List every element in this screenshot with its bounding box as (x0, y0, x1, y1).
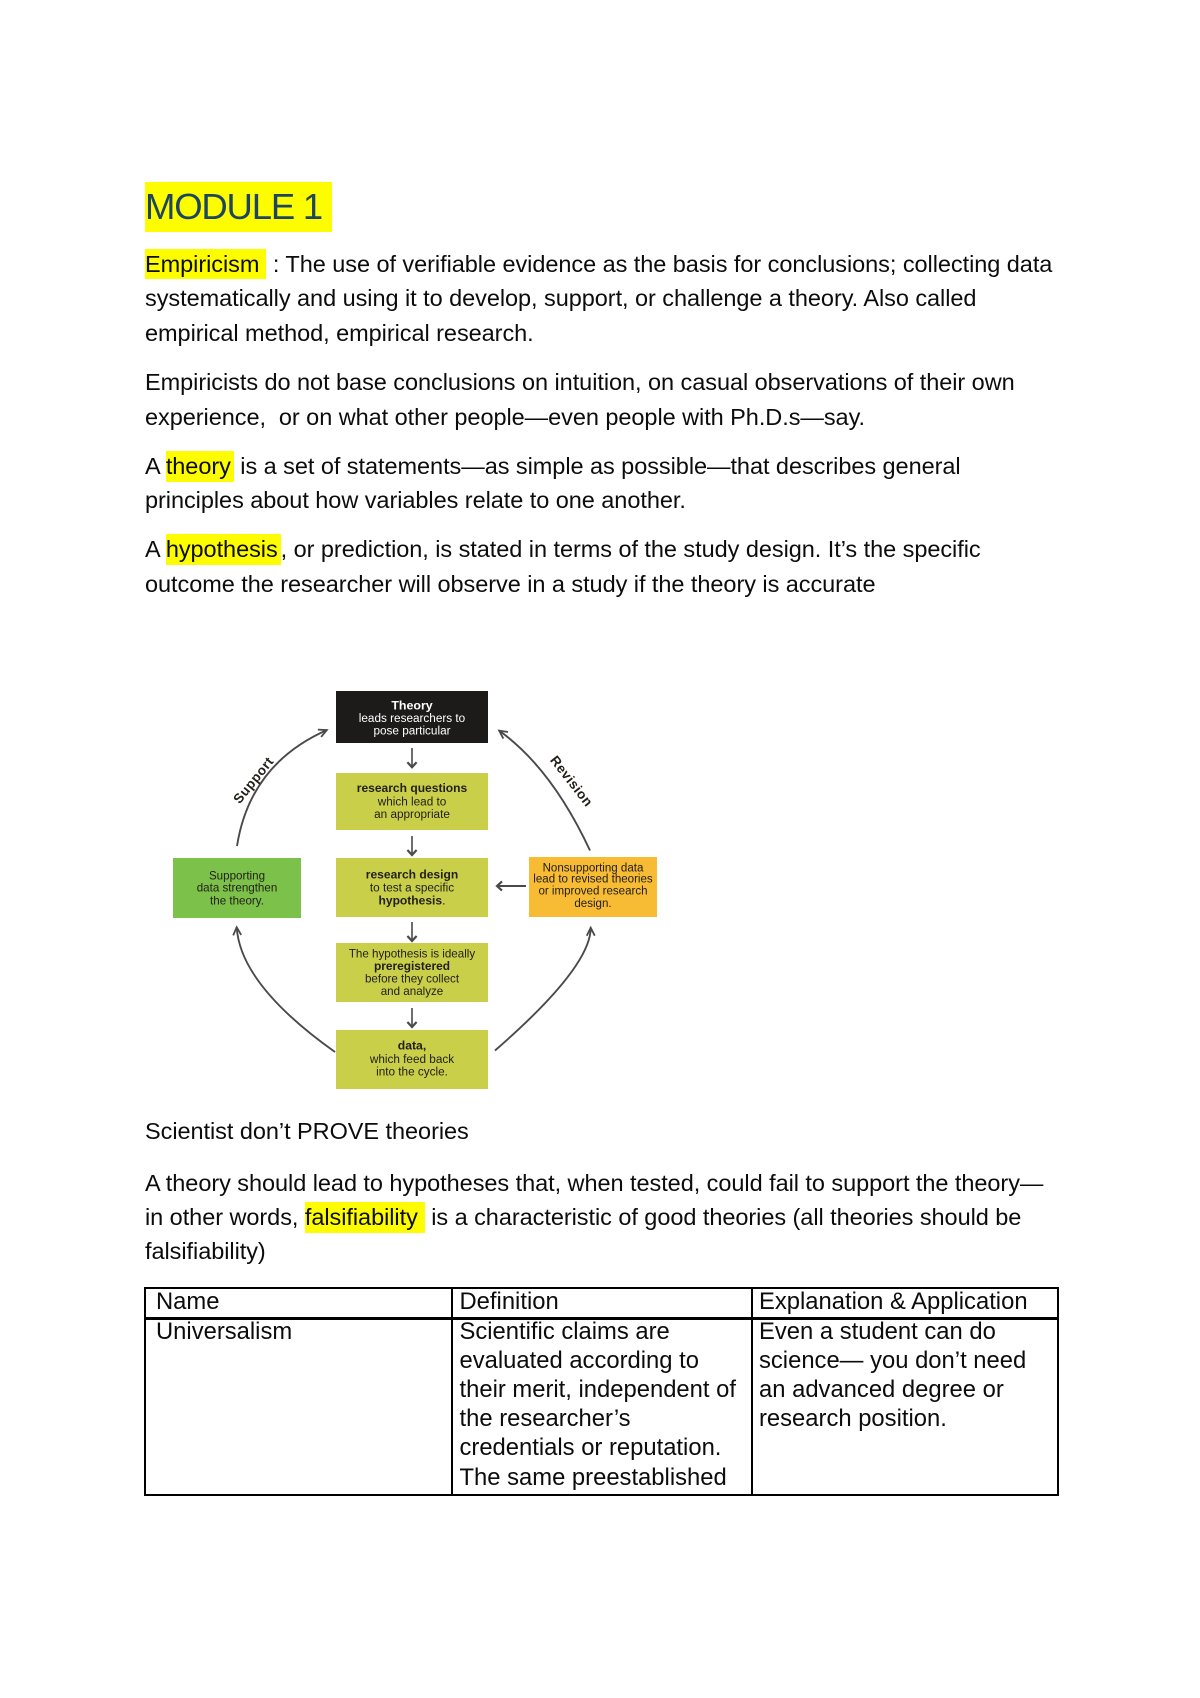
svg-text:Supporting: Supporting (209, 869, 265, 882)
svg-text:research design: research design (366, 868, 458, 882)
svg-text:into the cycle.: into the cycle. (376, 1066, 448, 1079)
svg-text:design.: design. (574, 898, 611, 910)
svg-text:data,: data, (398, 1039, 426, 1053)
svg-text:to test a specific: to test a specific (370, 882, 454, 895)
svg-text:research questions: research questions (357, 781, 468, 795)
svg-text:which feed back: which feed back (369, 1053, 454, 1066)
svg-text:and analyze: and analyze (381, 985, 444, 998)
svg-text:or improved research: or improved research (538, 885, 647, 897)
svg-text:the theory.: the theory. (210, 894, 264, 907)
svg-text:leads researchers to: leads researchers to (359, 712, 466, 725)
svg-text:lead to revised theories: lead to revised theories (533, 874, 653, 886)
svg-text:before they collect: before they collect (365, 973, 460, 986)
svg-text:an appropriate: an appropriate (374, 808, 450, 821)
svg-text:preregistered: preregistered (374, 959, 450, 973)
svg-text:Theory: Theory (391, 699, 432, 713)
svg-text:Revision: Revision (547, 753, 596, 810)
svg-text:Support: Support (230, 754, 276, 806)
svg-text:hypothesis.: hypothesis. (379, 894, 446, 908)
svg-text:which lead to: which lead to (377, 796, 447, 809)
svg-text:data strengthen: data strengthen (197, 882, 278, 895)
svg-text:pose particular: pose particular (373, 725, 450, 738)
svg-text:Nonsupporting data: Nonsupporting data (543, 862, 644, 874)
svg-text:The hypothesis is ideally: The hypothesis is ideally (349, 948, 476, 961)
